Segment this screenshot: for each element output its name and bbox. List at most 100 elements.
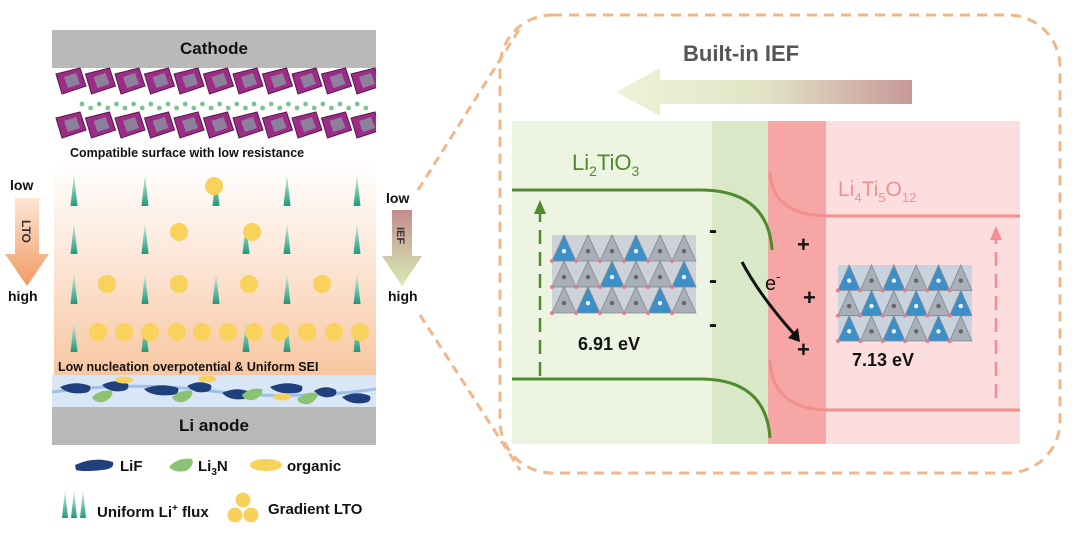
crystal-atom: [585, 300, 591, 306]
li4ti5o12-upper-band: [768, 171, 1020, 218]
legend-li3n-base: Li: [198, 458, 212, 475]
crystal-atom: [958, 303, 964, 309]
legend-organic-label: organic: [287, 458, 342, 475]
legend-flux-base: Uniform Li: [97, 504, 172, 521]
anode-caption: Low nucleation overpotential & Uniform S…: [58, 360, 319, 374]
crystal-atom: [561, 300, 567, 306]
lif-particle: [60, 383, 91, 394]
lto-dot: [243, 223, 261, 241]
oxygen-atom: [925, 339, 930, 343]
crystal-atom: [958, 278, 964, 283]
zoom-frame: [498, 13, 1062, 475]
oxygen-atom: [836, 339, 840, 343]
oxygen-atom: [550, 259, 554, 263]
crystal-atom: [585, 274, 591, 280]
oxygen-atom: [925, 288, 930, 293]
oxygen-atom: [836, 313, 840, 318]
legend-li3n-swatch: [169, 458, 193, 472]
li-ion-dot: [234, 101, 240, 107]
electron-label: e-: [765, 269, 780, 295]
li-ion-dot: [174, 105, 179, 111]
legend-flux-label: Uniform Li+ flux: [97, 503, 209, 521]
lto-dot: [98, 275, 116, 293]
lto-dot: [141, 323, 159, 341]
ief-arrow-top-label: low: [386, 190, 410, 206]
oxygen-atom: [550, 285, 554, 289]
minus-sign-2: -: [709, 267, 717, 294]
legend-lif-label: LiF: [120, 458, 143, 475]
li4ti5o12-crystal: [836, 264, 973, 343]
oxygen-atom: [598, 259, 602, 263]
lto-dot: [219, 323, 237, 341]
crystal-atom: [609, 274, 615, 280]
oxygen-atom: [574, 285, 578, 289]
legend-organic-swatch: [250, 459, 282, 471]
legend-gradient-label: Gradient LTO: [268, 501, 363, 518]
li3n-particle: [92, 390, 113, 403]
crystal-atom: [846, 329, 852, 334]
oxygen-atom: [925, 313, 930, 318]
crystal-atom: [657, 300, 663, 306]
li2tio3-lower-band: [512, 377, 772, 439]
li-ion-dot: [148, 101, 154, 107]
li-flux-cone: [70, 174, 78, 206]
oxygen-atom: [903, 339, 907, 343]
li-flux-cone: [70, 222, 78, 254]
oxygen-atom: [858, 288, 863, 293]
li-ion-dot: [337, 101, 343, 107]
li-ion-dot: [139, 105, 145, 111]
crystal-atom: [869, 329, 874, 334]
li4ti5o12-label: Li4Ti5O12: [838, 178, 916, 205]
li-ion-dot: [251, 101, 257, 107]
lto-dot: [170, 223, 188, 241]
li-ion-dot: [88, 105, 93, 111]
plus-sign-2: +: [803, 285, 816, 310]
lto-dot: [271, 323, 289, 341]
oxygen-atom: [836, 288, 840, 293]
li-ion-dot: [260, 105, 265, 111]
legend-li3n-label: Li3N: [198, 458, 228, 478]
li2tio3-label: Li2TiO3: [572, 150, 640, 179]
li-ion-dot: [320, 101, 326, 107]
crystal-atom: [609, 300, 615, 306]
crystal-atom: [936, 303, 941, 309]
lto-dot: [313, 275, 331, 293]
li-ion-dot: [105, 105, 111, 111]
li-ion-dot: [354, 101, 360, 107]
li-ion-dot: [277, 105, 283, 111]
lif-particle: [187, 382, 212, 393]
crystal-atom: [891, 329, 897, 334]
oxygen-atom: [598, 285, 602, 289]
crystal-atom: [633, 300, 639, 306]
crystal-polyhedron: [926, 314, 951, 342]
crystal-polyhedron: [671, 286, 697, 314]
crystal-polyhedron: [904, 314, 928, 342]
lto-arrow-label: LTO: [19, 220, 33, 243]
built-in-ief-title: Built-in IEF: [683, 41, 799, 66]
oxygen-atom: [574, 259, 578, 263]
li-ion-dot: [208, 105, 214, 111]
oxygen-atom: [670, 285, 674, 289]
crystal-atom: [891, 303, 897, 309]
li4ti5o12-lower-band: [768, 359, 1020, 412]
oxygen-atom: [622, 285, 626, 289]
lto-dot: [170, 275, 188, 293]
crystal-atom: [913, 329, 919, 334]
legend-li3n-sub: 3: [211, 467, 217, 478]
lif-particle: [314, 387, 337, 398]
crystal-atom: [958, 329, 964, 334]
energy-left-label: 6.91 eV: [578, 334, 640, 354]
li3n-particle: [297, 392, 318, 405]
crystal-polyhedron: [599, 286, 625, 314]
crystal-atom: [561, 274, 567, 280]
li-ion-dot: [200, 101, 205, 107]
li-flux-cone: [283, 174, 291, 206]
crystal-polyhedron: [837, 314, 861, 342]
interface-green-band: [712, 121, 768, 444]
cathode-bar: Cathode: [52, 30, 376, 68]
li-ion-dot: [114, 101, 119, 107]
oxygen-atom: [646, 311, 650, 315]
legend-flux-tail: flux: [177, 504, 209, 521]
built-in-ief-arrow: [616, 68, 912, 116]
